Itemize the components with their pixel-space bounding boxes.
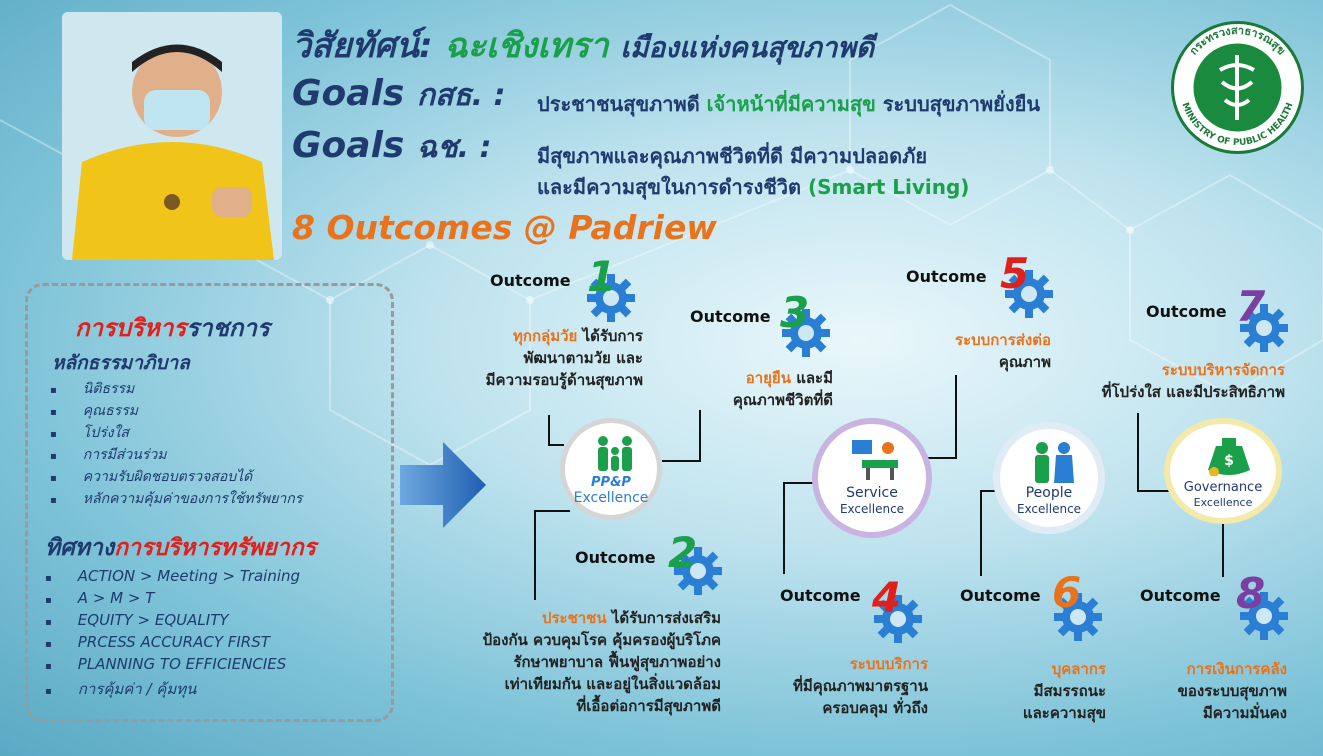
outcome-1-desc: ทุกกลุ่มวัย ได้รับการ พัฒนาตามวัย และ มี… — [485, 327, 643, 389]
outcome-3-desc: อายุยืน และมี คุณภาพชีวิตที่ดี — [732, 369, 833, 409]
administration-panel — [25, 283, 394, 722]
outcome-7-label: Outcome — [1146, 302, 1227, 321]
outcome-6-label: Outcome — [960, 586, 1041, 605]
outcome-2-desc: ประชาชน ได้รับการส่งเสริม ป้องกัน ควบคุม… — [482, 609, 721, 715]
resource-title-a: ทิศทาง — [45, 535, 115, 561]
svg-text:$: $ — [1224, 453, 1234, 469]
vision-line: วิสัยทัศน์: ฉะเชิงเทรา เมืองแห่งคนสุขภาพ… — [292, 18, 874, 72]
people-excellence-circle: People Excellence — [993, 422, 1105, 534]
people-excellence-label: Excellence — [1016, 502, 1082, 516]
goals-moph-b: เจ้าหน้าที่มีความสุข — [706, 92, 876, 116]
list-item: หลักความคุ้มค่าของการใช้ทรัพยากร — [50, 488, 302, 510]
outcome-3-label: Outcome — [690, 307, 771, 326]
gear-icon — [587, 274, 635, 322]
vision-label: วิสัยทัศน์ — [292, 26, 420, 66]
governance-list: นิติธรรม คุณธรรม โปร่งใส การมีส่วนร่วม ค… — [50, 378, 302, 510]
outcome-1-label: Outcome — [490, 271, 571, 290]
presenter-photo — [62, 12, 282, 260]
goals-province-prefix: Goals — [292, 125, 405, 166]
outcome-3-number: 3 — [780, 288, 810, 337]
gear-icon — [874, 595, 922, 643]
outcome-4-desc: ระบบบริการ ที่มีคุณภาพมาตรฐาน ครอบคลุม ท… — [793, 655, 928, 717]
vision-rest: เมืองแห่งคนสุขภาพดี — [620, 31, 875, 64]
gear-icon — [1054, 593, 1102, 641]
resource-title: ทิศทางการบริหารทรัพยากร — [45, 530, 316, 566]
outcome-2-number: 2 — [668, 528, 698, 577]
vision-highlight: ฉะเชิงเทรา — [444, 26, 609, 66]
outcome-4-number: 4 — [872, 573, 902, 622]
list-item: การมีส่วนร่วม — [50, 444, 302, 466]
governance-label: Governance — [1183, 480, 1263, 495]
gear-icon — [1240, 304, 1288, 352]
people-icon — [1035, 442, 1074, 483]
outcome-2-label: Outcome — [575, 548, 656, 567]
gear-icon — [1005, 270, 1053, 318]
outcome-6-desc: บุคลากร มีสมรรถนะ และความสุข — [1022, 660, 1106, 722]
gear-icon — [1240, 592, 1288, 640]
arrow-right-icon — [400, 442, 486, 528]
moph-logo: กระทรวงสาธารณสุข MINISTRY OF PUBLIC HEAL… — [1170, 20, 1305, 155]
goals-province-line: Goals ฉช. : — [292, 124, 492, 171]
service-excellence-label: Excellence — [839, 502, 905, 516]
goals-province-line2-text: และมีความสุขในการดำรงชีวิต — [537, 175, 802, 199]
outcome-7-number: 7 — [1236, 282, 1266, 331]
list-item: นิติธรรม — [50, 378, 302, 400]
admin-title-a: การบริหาร — [75, 314, 187, 342]
list-item: ACTION > Meeting > Training — [45, 567, 300, 589]
governance-excellence-circle: $ Governance Excellence — [1164, 418, 1282, 524]
goals-moph-line: Goals กสธ. : — [292, 72, 506, 119]
outcome-7-desc: ระบบบริหารจัดการ ที่โปร่งใส และมีประสิทธ… — [1101, 361, 1285, 401]
service-excellence-circle: Service Excellence — [812, 418, 932, 538]
family-icon — [598, 436, 632, 471]
governance-title: หลักธรรมาภิบาล — [52, 352, 190, 374]
list-item: A > M > T — [45, 589, 300, 611]
gear-icon — [674, 547, 722, 595]
goals-moph-prefix: Goals — [292, 73, 405, 114]
ppp-label: PP&P — [591, 475, 631, 490]
smart-living-label: (Smart Living) — [807, 175, 970, 199]
goals-province-line1: มีสุขภาพและคุณภาพชีวิตที่ดี มีความปลอดภั… — [537, 144, 928, 168]
admin-title: การบริหารราชการ — [75, 308, 270, 347]
admin-title-b: ราชการ — [186, 314, 270, 342]
resource-list: ACTION > Meeting > Training A > M > T EQ… — [45, 567, 300, 699]
service-icon — [852, 440, 898, 480]
goals-province-org: ฉช. : — [416, 130, 492, 165]
money-bag-icon: $ — [1208, 438, 1250, 476]
governance-excellence-label: Excellence — [1193, 496, 1253, 509]
list-item: โปร่งใส — [50, 422, 302, 444]
list-item: ความรับผิดชอบตรวจสอบได้ — [50, 466, 302, 488]
outcomes-title: 8 Outcomes @ Padriew — [292, 208, 717, 247]
list-item: EQUITY > EQUALITY — [45, 611, 300, 633]
outcome-8-number: 8 — [1236, 569, 1266, 618]
goals-moph-c: ระบบสุขภาพยั่งยืน — [882, 92, 1041, 116]
goals-moph-org: กสธ. : — [416, 78, 506, 113]
list-item: PLANNING TO EFFICIENCIES — [45, 655, 300, 677]
outcome-8-desc: การเงินการคลัง ของระบบสุขภาพ มีความมั่นค… — [1177, 660, 1287, 722]
goals-province-line2: และมีความสุขในการดำรงชีวิต (Smart Living… — [537, 171, 969, 203]
outcome-8-label: Outcome — [1140, 586, 1221, 605]
outcome-1-number-front: 1 — [587, 252, 617, 301]
list-item: คุณธรรม — [50, 400, 302, 422]
ppp-excellence-circle: PP&P Excellence — [560, 418, 662, 520]
outcome-6-number: 6 — [1052, 568, 1082, 617]
outcome-5-number: 5 — [1000, 249, 1030, 298]
goals-moph-a: ประชาชนสุขภาพดี — [537, 92, 700, 116]
list-item: PRCESS ACCURACY FIRST — [45, 633, 300, 655]
outcome-4-label: Outcome — [780, 586, 861, 605]
outcome-5-label: Outcome — [906, 267, 987, 286]
gear-icon — [782, 309, 830, 357]
ppp-excellence-label: Excellence — [573, 490, 649, 506]
vision-colon: : — [419, 26, 433, 66]
resource-title-b: การบริหารทรัพยากร — [114, 535, 317, 561]
service-label: Service — [846, 485, 898, 501]
people-label: People — [1025, 485, 1073, 501]
goals-moph-text: ประชาชนสุขภาพดี เจ้าหน้าที่มีความสุข ระบ… — [537, 88, 1040, 120]
outcome-5-desc: ระบบการส่งต่อ คุณภาพ — [955, 331, 1051, 371]
list-item: การคุ้มค่า / คุ้มทุน — [45, 677, 300, 699]
